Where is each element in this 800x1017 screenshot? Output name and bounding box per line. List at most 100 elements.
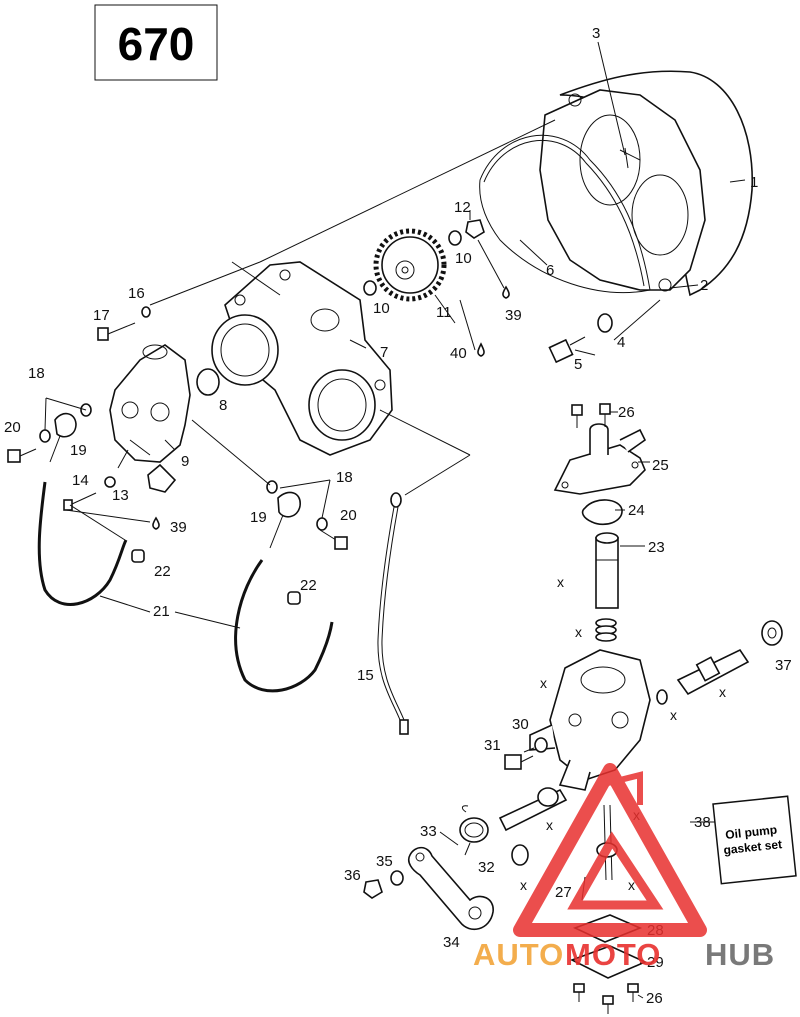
callout-19b: 19 — [250, 509, 267, 526]
watermark-part2: MOTO — [565, 937, 661, 972]
callout-18b: 18 — [336, 469, 353, 486]
screw-part-14 — [63, 492, 97, 511]
callout-14: 14 — [72, 472, 89, 489]
callout-27: 27 — [555, 884, 572, 901]
valve-part-23 — [595, 532, 619, 609]
oil-pump-part-9 — [109, 344, 191, 493]
watermark-part1: AUTO — [473, 937, 564, 972]
gasket-set-label-line1: Oil pump — [725, 823, 778, 842]
callout-36: 36 — [344, 867, 361, 884]
callout-20b: 20 — [340, 507, 357, 524]
callout-23: 23 — [648, 539, 665, 556]
washer-part-13 — [104, 476, 116, 488]
callout-labels: 1 2 3 4 5 6 7 8 9 10 10 11 12 13 14 15 1… — [4, 25, 792, 1007]
callout-7: 7 — [380, 344, 388, 361]
spring-part-32 — [459, 805, 489, 843]
intake-adaptor-part-7 — [211, 261, 393, 456]
x-mark-9: x — [628, 877, 635, 893]
callout-17: 17 — [93, 307, 110, 324]
callout-40: 40 — [450, 345, 467, 362]
plug-part-31 — [504, 754, 534, 770]
gasket-set-label-line2: gasket set — [723, 837, 783, 857]
gasket-part-24 — [581, 499, 623, 526]
cover-plate-part-29 — [569, 945, 647, 979]
callout-21: 21 — [153, 603, 170, 620]
bolt-part-17 — [97, 322, 136, 341]
x-mark-8: x — [520, 877, 527, 893]
washer-part-10a — [363, 280, 377, 296]
callout-11: 11 — [436, 304, 452, 321]
washer-part-18d — [316, 517, 328, 531]
o-ring-small — [656, 689, 668, 705]
plunger-assembly — [676, 648, 750, 696]
seal-lower — [511, 844, 529, 866]
callout-6: 6 — [546, 262, 554, 279]
leader-lines — [44, 41, 746, 999]
oil-hose-part-21b — [234, 559, 334, 693]
washer-part-30 — [534, 737, 548, 753]
x-mark-2: x — [575, 624, 582, 640]
lever-part-34 — [407, 846, 494, 931]
callout-26b: 26 — [646, 990, 663, 1007]
callout-24: 24 — [628, 502, 645, 519]
callout-39b: 39 — [170, 519, 187, 536]
callout-3: 3 — [592, 25, 600, 42]
watermark-text: AUTO MOTO HUB — [473, 937, 775, 972]
watermark-part3: HUB — [705, 937, 775, 972]
oil-hose-part-21a — [37, 481, 128, 606]
housing-cover-part-1 — [539, 70, 754, 297]
callout-22a: 22 — [154, 563, 171, 580]
screws-part-26b — [573, 983, 639, 1014]
callout-15: 15 — [357, 667, 374, 684]
callout-9: 9 — [181, 453, 189, 470]
nut-part-36 — [363, 879, 383, 899]
banjo-bolt-part-20b — [319, 529, 348, 550]
callout-38: 38 — [694, 814, 711, 831]
callout-18a: 18 — [28, 365, 45, 382]
callout-25: 25 — [652, 457, 669, 474]
callout-19a: 19 — [70, 442, 87, 459]
outlet-cover-part-25 — [553, 423, 647, 495]
washer-part-10b — [448, 230, 462, 246]
callout-34: 34 — [443, 934, 460, 951]
nut-part-12 — [465, 219, 485, 239]
seal-part-37 — [761, 620, 783, 646]
washer-part-18c — [266, 480, 278, 494]
diagram-number: 670 — [118, 18, 195, 70]
callout-35: 35 — [376, 853, 393, 870]
callout-33: 33 — [420, 823, 437, 840]
clamp-part-22b — [287, 591, 301, 605]
x-mark-3: x — [540, 675, 547, 691]
oil-pump-body — [529, 649, 651, 791]
callout-20a: 20 — [4, 419, 21, 436]
o-ring-part-6 — [479, 134, 651, 293]
callout-4: 4 — [617, 334, 625, 351]
callout-37: 37 — [775, 657, 792, 674]
callout-29: 29 — [647, 954, 664, 971]
callout-22b: 22 — [300, 577, 317, 594]
x-mark-4: x — [719, 684, 726, 700]
callout-1: 1 — [750, 174, 758, 191]
clamp-part-22a — [131, 549, 145, 563]
callout-10b: 10 — [455, 250, 472, 267]
shaft-assembly — [498, 787, 568, 832]
sealant-drop-40 — [477, 342, 485, 357]
x-mark-6: x — [546, 817, 553, 833]
x-mark-1: x — [557, 574, 564, 590]
cable-part-15 — [377, 492, 409, 735]
banjo-fitting-part-19b — [277, 491, 301, 518]
sealant-drop-39b — [152, 516, 160, 530]
washer-part-18a — [39, 429, 51, 443]
callout-13: 13 — [112, 487, 129, 504]
callout-31: 31 — [484, 737, 501, 754]
diagram-number-box: 670 — [94, 4, 218, 81]
callout-8: 8 — [219, 397, 227, 414]
callout-2: 2 — [700, 277, 708, 294]
washer-part-35 — [390, 870, 404, 886]
callout-30: 30 — [512, 716, 529, 733]
bolt-part-5 — [548, 336, 586, 364]
screws-part-26a — [571, 403, 611, 428]
watermark-logo — [513, 763, 707, 937]
o-ring-part-8 — [196, 368, 220, 396]
